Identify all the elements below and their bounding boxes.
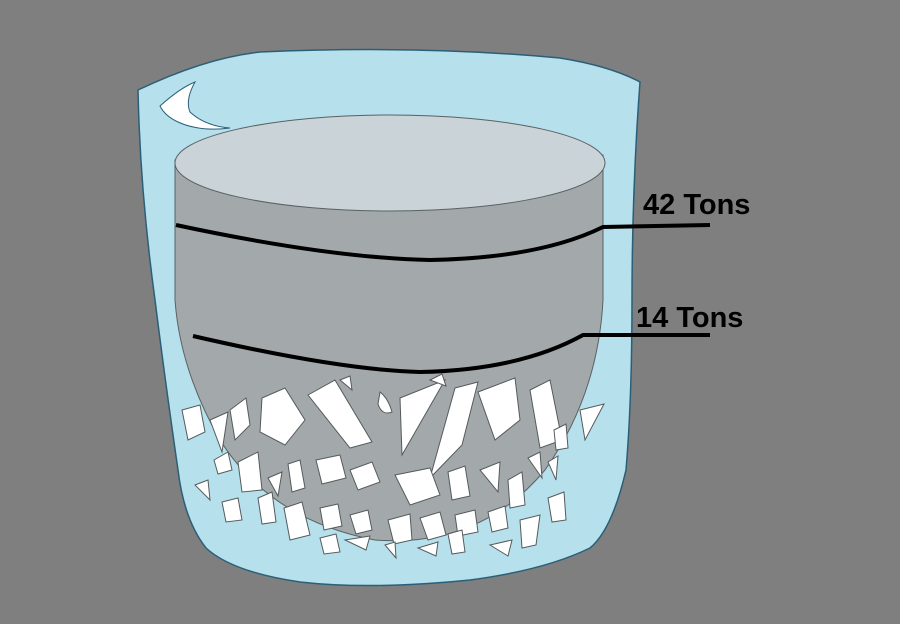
ice-fragment — [384, 541, 397, 560]
ice-fragment — [237, 451, 263, 493]
ice-fragment — [319, 533, 341, 555]
ice-fragment — [527, 451, 543, 480]
crescent-fragment — [159, 81, 231, 130]
ice-fragment — [488, 539, 513, 557]
ice-fragment — [507, 471, 526, 509]
ice-fragment — [447, 465, 471, 501]
ice-fragment — [394, 467, 441, 506]
ice-fragment — [479, 461, 501, 494]
ice-fragment — [429, 381, 479, 479]
ice-fragment — [377, 391, 393, 414]
draft-line-upper — [175, 223, 711, 263]
hull-body — [174, 154, 604, 542]
ice-fragment — [519, 514, 541, 549]
hull-top — [174, 114, 606, 212]
ice-fragment — [547, 455, 559, 481]
ice-fragment — [221, 497, 243, 523]
ice-fragments — [181, 373, 605, 560]
ice-fragment — [547, 491, 567, 523]
ice-fragment — [257, 491, 277, 525]
ice-fragment — [283, 501, 311, 541]
ice-fragment — [419, 511, 447, 541]
ice-fragment — [259, 387, 306, 446]
ice-fragment — [477, 377, 521, 441]
ice-fragment — [428, 373, 447, 387]
ice-fragment — [387, 513, 413, 545]
ice-fragment — [343, 535, 371, 551]
ice-fragment — [209, 411, 229, 454]
ice-fragment — [416, 541, 439, 557]
ice-fragment — [315, 454, 347, 485]
ice-fragment — [553, 423, 569, 451]
ice-fragment — [579, 403, 605, 442]
ice-fragment — [229, 397, 251, 442]
ice-fragment — [339, 375, 353, 392]
draft-line-lower — [192, 333, 710, 375]
ice-fragment — [349, 461, 381, 491]
ice-fragment — [194, 479, 211, 502]
label-14-tons: 14 Tons — [636, 302, 744, 334]
ice-fragment — [181, 404, 206, 441]
ice-fragment — [349, 509, 373, 535]
ice-fragment — [454, 509, 479, 537]
ice-fragment — [399, 379, 447, 457]
ice-fragment — [487, 505, 509, 533]
ice-fragment — [319, 503, 343, 531]
ice-fragment — [307, 379, 373, 449]
ice-fragment — [447, 529, 466, 555]
label-42-tons: 42 Tons — [643, 189, 751, 221]
ice-fragment — [267, 471, 283, 498]
ice-fragment — [213, 451, 233, 475]
ice-fragment — [287, 459, 306, 493]
